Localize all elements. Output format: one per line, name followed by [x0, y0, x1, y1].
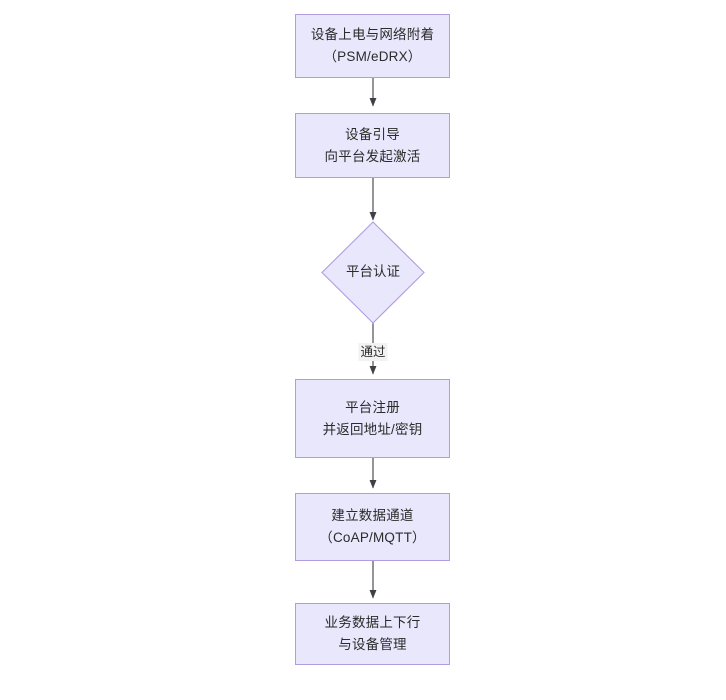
node-text-line: 并返回地址/密钥 [322, 421, 423, 437]
node-text-line: 平台注册 [345, 399, 400, 415]
decision-node-shape [321, 221, 425, 324]
node-text-line: 业务数据上下行 [324, 615, 421, 630]
node-text-line: 与设备管理 [338, 637, 407, 652]
node-text-line: 平台认证 [346, 264, 400, 279]
process-node-device-power-on[interactable]: 设备上电与网络附着 （PSM/eDRX） [295, 14, 450, 78]
node-text-line: 向平台发起激活 [324, 148, 421, 164]
process-node-business-data[interactable]: 业务数据上下行 与设备管理 [295, 603, 450, 665]
process-node-data-channel[interactable]: 建立数据通道 （CoAP/MQTT） [295, 493, 450, 561]
edge-label-pass: 通过 [358, 343, 388, 361]
decision-node-platform-auth[interactable]: 平台认证 [323, 222, 423, 322]
node-text-line: 建立数据通道 [331, 508, 414, 523]
node-text-line: （PSM/eDRX） [323, 49, 422, 64]
node-text-line: 设备上电与网络附着 [310, 27, 435, 42]
node-text-line: （CoAP/MQTT） [319, 530, 426, 545]
node-text-line: 设备引导 [345, 126, 400, 142]
process-node-platform-register[interactable]: 平台注册 并返回地址/密钥 [295, 379, 450, 458]
process-node-device-bootstrap[interactable]: 设备引导 向平台发起激活 [295, 113, 450, 178]
